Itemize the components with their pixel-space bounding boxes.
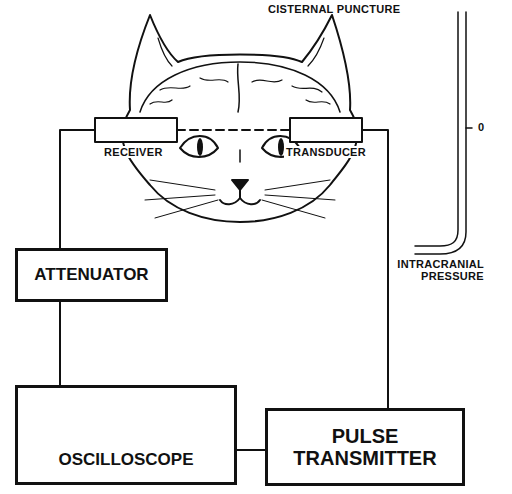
signal-wire <box>59 302 61 385</box>
box-label: ATTENUATOR <box>34 266 148 285</box>
cat-nose <box>232 180 248 190</box>
transducer-wire <box>362 130 388 408</box>
box-label: PULSE TRANSMITTER <box>276 425 454 469</box>
transducer-probe <box>290 118 362 142</box>
receiver-wire <box>60 130 95 248</box>
cat-whiskers <box>145 180 335 218</box>
signal-wire <box>237 449 265 451</box>
cat-eye <box>180 136 218 157</box>
block-box: ATTENUATOR <box>15 248 168 302</box>
part-label: TRANSDUCER <box>284 146 368 158</box>
part-label: CISTERNAL PUNCTURE <box>268 3 400 15</box>
part-label: INTRACRANIAL PRESSURE <box>384 258 484 282</box>
sound-path <box>177 129 290 131</box>
brain-outline <box>140 62 340 112</box>
block-box: PULSE TRANSMITTER <box>265 408 465 486</box>
box-label: OSCILLOSCOPE <box>58 451 193 470</box>
part-label: 0 <box>478 121 484 133</box>
receiver-probe <box>95 118 177 142</box>
block-box: OSCILLOSCOPE <box>15 385 237 485</box>
part-label: RECEIVER <box>102 146 165 158</box>
manometer-tube <box>415 12 458 246</box>
